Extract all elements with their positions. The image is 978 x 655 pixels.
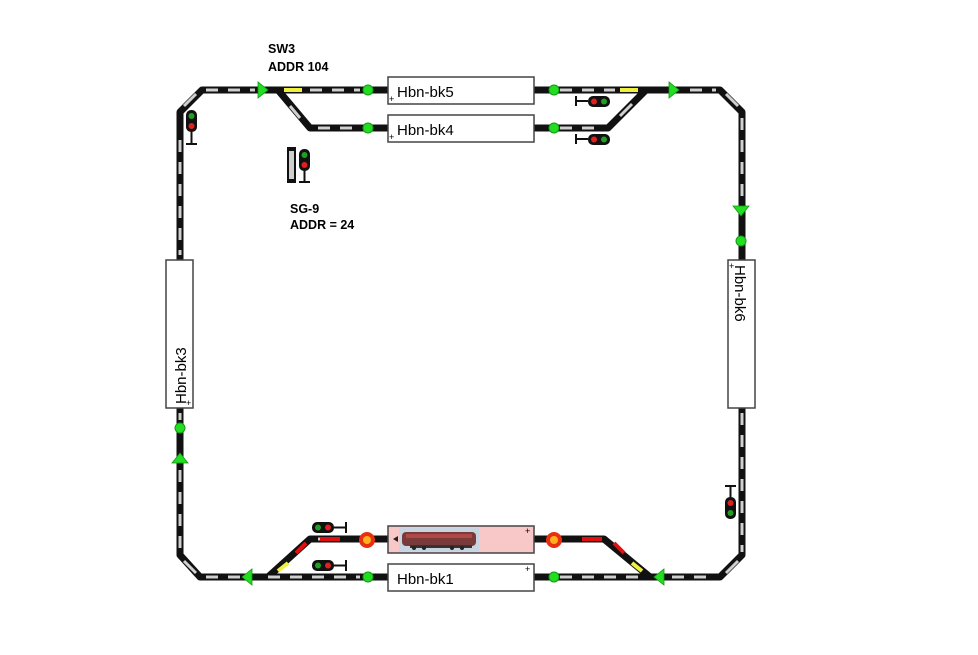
block-hbn-bk6[interactable]: Hbn-bk6 + (727, 259, 756, 409)
block-label: Hbn-bk4 (397, 122, 454, 139)
sensor-icon (174, 422, 186, 434)
sensor-icon (362, 84, 374, 96)
arrow-icon (257, 81, 269, 99)
block-signal-icon[interactable] (575, 134, 610, 145)
arrow-icon (171, 452, 189, 464)
sensor-icon (548, 84, 560, 96)
block-marker: + (525, 564, 530, 574)
block-marker: + (389, 94, 394, 104)
block-hbn-bk3[interactable]: Hbn-bk3 + (165, 259, 194, 409)
sensor-icon (548, 122, 560, 134)
arrow-icon (732, 205, 750, 217)
occupied-sensors (359, 532, 562, 548)
block-signal-icon[interactable] (186, 110, 197, 145)
locomotive-icon (399, 528, 479, 551)
signal-name: SG-9 (290, 202, 320, 216)
block-signal-icon[interactable] (312, 560, 347, 571)
block-hbn-bk5[interactable]: Hbn-bk5 + (387, 76, 535, 105)
block-hbn-bk4[interactable]: Hbn-bk4 + (387, 114, 535, 143)
block-occupied[interactable]: + (387, 525, 535, 554)
switch-name: SW3 (268, 42, 296, 56)
sensor-icon (735, 235, 747, 247)
signal-address: ADDR = 24 (290, 218, 355, 232)
block-marker: + (729, 261, 734, 271)
track-base (176, 86, 746, 581)
sensor-icon (362, 122, 374, 134)
block-signal-icon[interactable] (575, 96, 610, 107)
arrow-icon (668, 81, 680, 99)
block-label: Hbn-bk6 (731, 265, 748, 322)
sensors (174, 84, 747, 583)
block-signal-icon[interactable] (312, 522, 347, 533)
sg9-signal-icon[interactable] (287, 147, 310, 183)
block-marker: + (389, 132, 394, 142)
switch-address: ADDR 104 (268, 60, 329, 74)
block-marker: + (525, 526, 530, 536)
block-marker: + (186, 398, 191, 408)
block-signal-icon[interactable] (725, 485, 736, 519)
sensor-icon (362, 571, 374, 583)
arrow-icon (241, 568, 253, 586)
block-label: Hbn-bk5 (397, 84, 454, 101)
track-ties (178, 88, 744, 579)
direction-arrows (171, 81, 750, 586)
corner-ties (182, 92, 740, 575)
block-label: Hbn-bk3 (173, 347, 190, 404)
sensor-icon (548, 571, 560, 583)
block-hbn-bk1[interactable]: Hbn-bk1 + (387, 563, 535, 592)
route-highlights (276, 88, 644, 573)
arrow-icon (653, 568, 665, 586)
block-label: Hbn-bk1 (397, 571, 454, 588)
